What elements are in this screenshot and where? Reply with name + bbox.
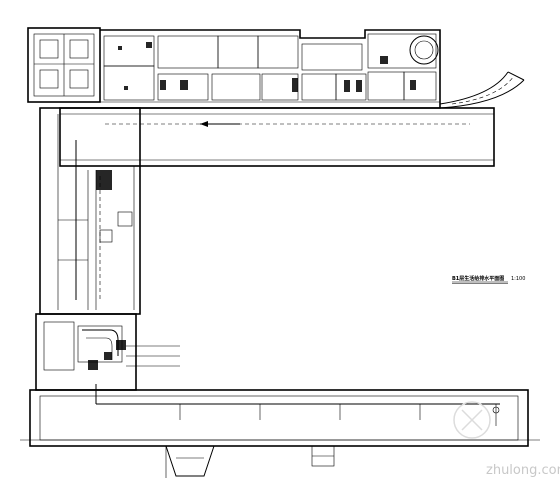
upper-drive-aisle bbox=[59, 107, 495, 167]
top-building-block bbox=[27, 27, 441, 109]
bottom-sump bbox=[165, 445, 335, 478]
drawing-scale: 1:100 bbox=[511, 276, 525, 282]
drawing-title: B1层生活给排水平面图 bbox=[452, 275, 504, 282]
ramp bbox=[439, 71, 525, 109]
lower-horizontal-wing bbox=[20, 384, 540, 447]
watermark-text: zhulong.com bbox=[486, 463, 560, 478]
title-block: B1层生活给排水平面图 1:100 bbox=[452, 275, 525, 284]
watermark: zhulong.com bbox=[453, 401, 560, 478]
left-vertical-wing bbox=[39, 107, 141, 315]
pump-room bbox=[35, 313, 180, 391]
